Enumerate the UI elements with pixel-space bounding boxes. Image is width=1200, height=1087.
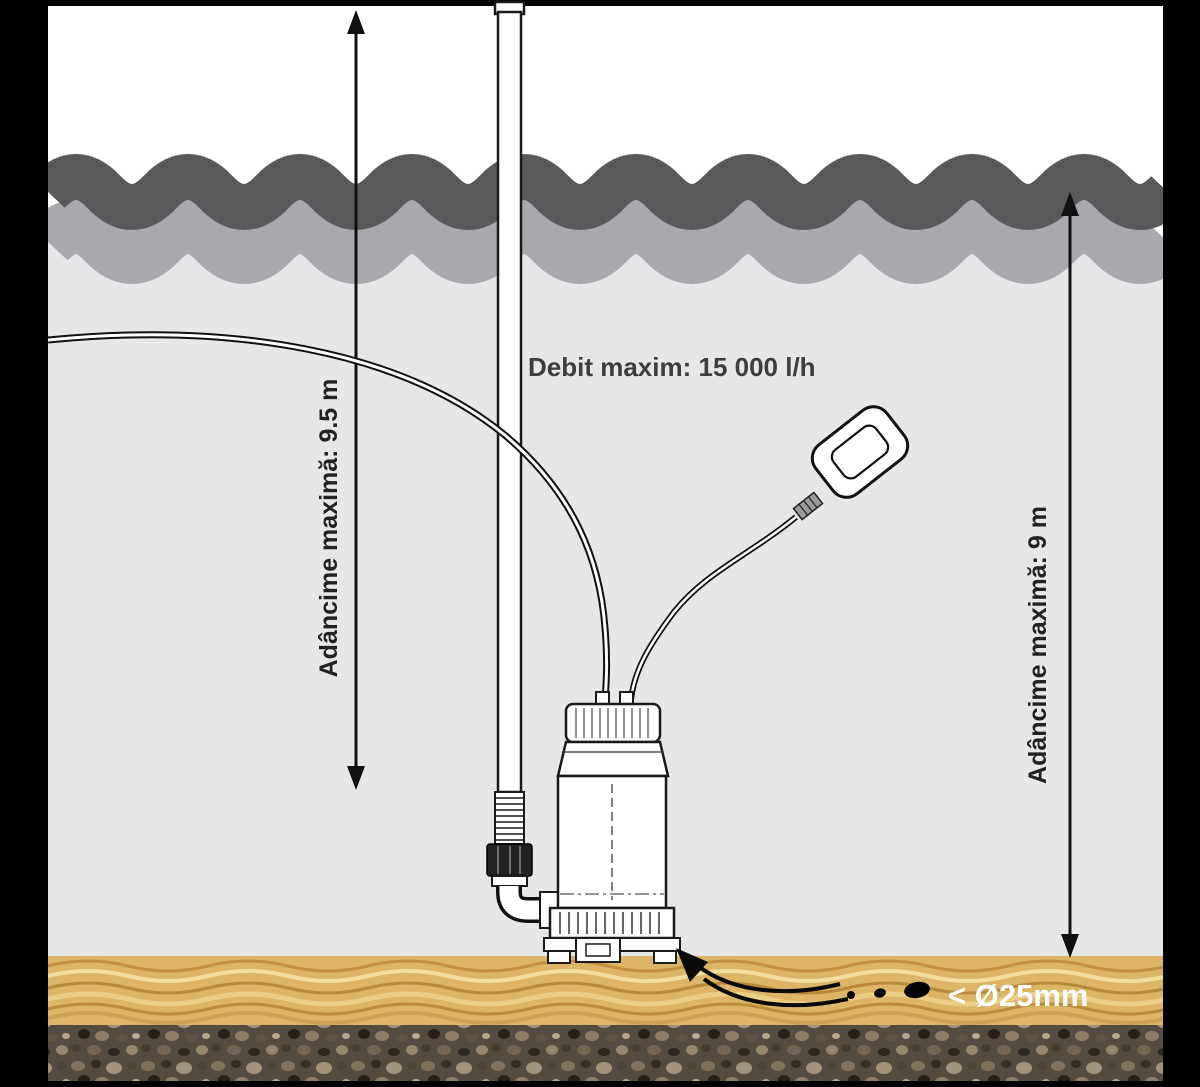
pump-body: [556, 774, 668, 910]
depth-arrow-right: [1061, 192, 1079, 958]
sand-layer: [47, 956, 1169, 1026]
water-surface-light-wave: [28, 200, 1188, 284]
water-surface-dark-wave: [31, 154, 1185, 230]
particle-size-label: < Ø25mm: [948, 978, 1088, 1013]
depth-arrow-left: [347, 10, 365, 790]
pipe-thread-section: [494, 791, 525, 845]
flow-label: Debit maxim: 15 000 l/h: [528, 352, 816, 382]
pump: [543, 691, 681, 964]
pump-base-strainer: [543, 906, 681, 964]
float-cable-gland: [792, 491, 824, 521]
particle-arrow: [676, 948, 849, 1008]
pebble-large: [904, 981, 930, 999]
pump-foot-right: [653, 950, 677, 964]
float-cable: [628, 514, 798, 701]
depth-label-right: Adâncime maximă: 9 m: [1024, 506, 1052, 784]
pump-foot-left: [547, 950, 571, 964]
pebbles: [847, 981, 930, 999]
pump-shoulder: [556, 740, 670, 778]
coupling-nut: [486, 843, 533, 887]
float-switch: [792, 405, 910, 521]
gravel-layer: [48, 1025, 1168, 1087]
depth-label-left: Adâncime maximă: 9.5 m: [315, 379, 343, 678]
power-cable: [47, 331, 611, 703]
discharge-pipe: [493, 0, 526, 794]
pump-cap: [564, 702, 662, 744]
pebble-small: [847, 991, 855, 999]
pebble-medium: [874, 988, 886, 998]
pump-base-box: [575, 937, 621, 963]
